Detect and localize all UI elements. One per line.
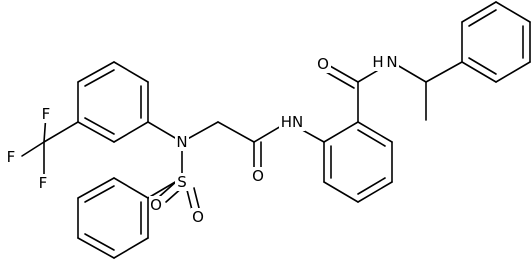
bond	[186, 189, 193, 211]
atom-nh-anilide: HN	[281, 113, 304, 131]
double-bond-inner	[357, 177, 386, 195]
bond	[43, 121, 79, 143]
bond	[113, 237, 149, 259]
atom-oxygen: O	[252, 167, 264, 185]
bond	[193, 187, 200, 209]
atom-nitrogen: N	[176, 133, 187, 151]
bond	[461, 1, 497, 23]
double-bond-inner	[84, 185, 115, 203]
trifluoromethylphenyl-ring	[77, 61, 149, 143]
bond	[425, 61, 463, 83]
double-bond-inner	[84, 233, 115, 251]
bond	[323, 181, 359, 203]
bond	[495, 1, 531, 23]
atom-fluorine: F	[7, 148, 16, 166]
bond	[113, 121, 149, 143]
bond	[495, 61, 531, 83]
trifluoromethyl-group	[21, 113, 79, 177]
double-bond-inner	[468, 9, 497, 27]
bond	[329, 65, 359, 83]
bond	[357, 121, 393, 143]
bond	[21, 141, 45, 157]
atom-fluorine: F	[39, 174, 48, 192]
double-bond-inner	[84, 117, 115, 135]
phenylethyl-ring	[461, 1, 531, 83]
atom-hydrogen: H	[372, 53, 383, 71]
double-bond-inner	[357, 129, 386, 147]
bond	[323, 121, 359, 143]
bond	[357, 181, 393, 203]
atom-sulfur: S	[177, 173, 187, 191]
atom-labels: F F F N S O O O HN O N H	[4, 53, 399, 226]
double-bond-inner	[84, 69, 115, 87]
bond	[217, 121, 255, 143]
bond	[113, 61, 149, 83]
sulfonamide-linkers	[147, 121, 255, 179]
bond	[461, 61, 497, 83]
bond	[113, 177, 149, 199]
atom-fluorine: F	[42, 105, 51, 123]
bond	[77, 237, 115, 259]
benzenesulfonyl-ring	[77, 177, 183, 259]
atom-oxygen: O	[317, 55, 329, 73]
bond	[77, 177, 115, 199]
atom-nitrogen: N	[386, 53, 397, 71]
atom-oxygen: O	[192, 208, 204, 226]
atom-oxygen: O	[150, 196, 162, 214]
bond	[325, 71, 355, 89]
double-bond-inner	[468, 57, 497, 75]
central-benzene-ring	[287, 121, 393, 203]
bond	[77, 61, 115, 83]
bond	[77, 121, 115, 143]
